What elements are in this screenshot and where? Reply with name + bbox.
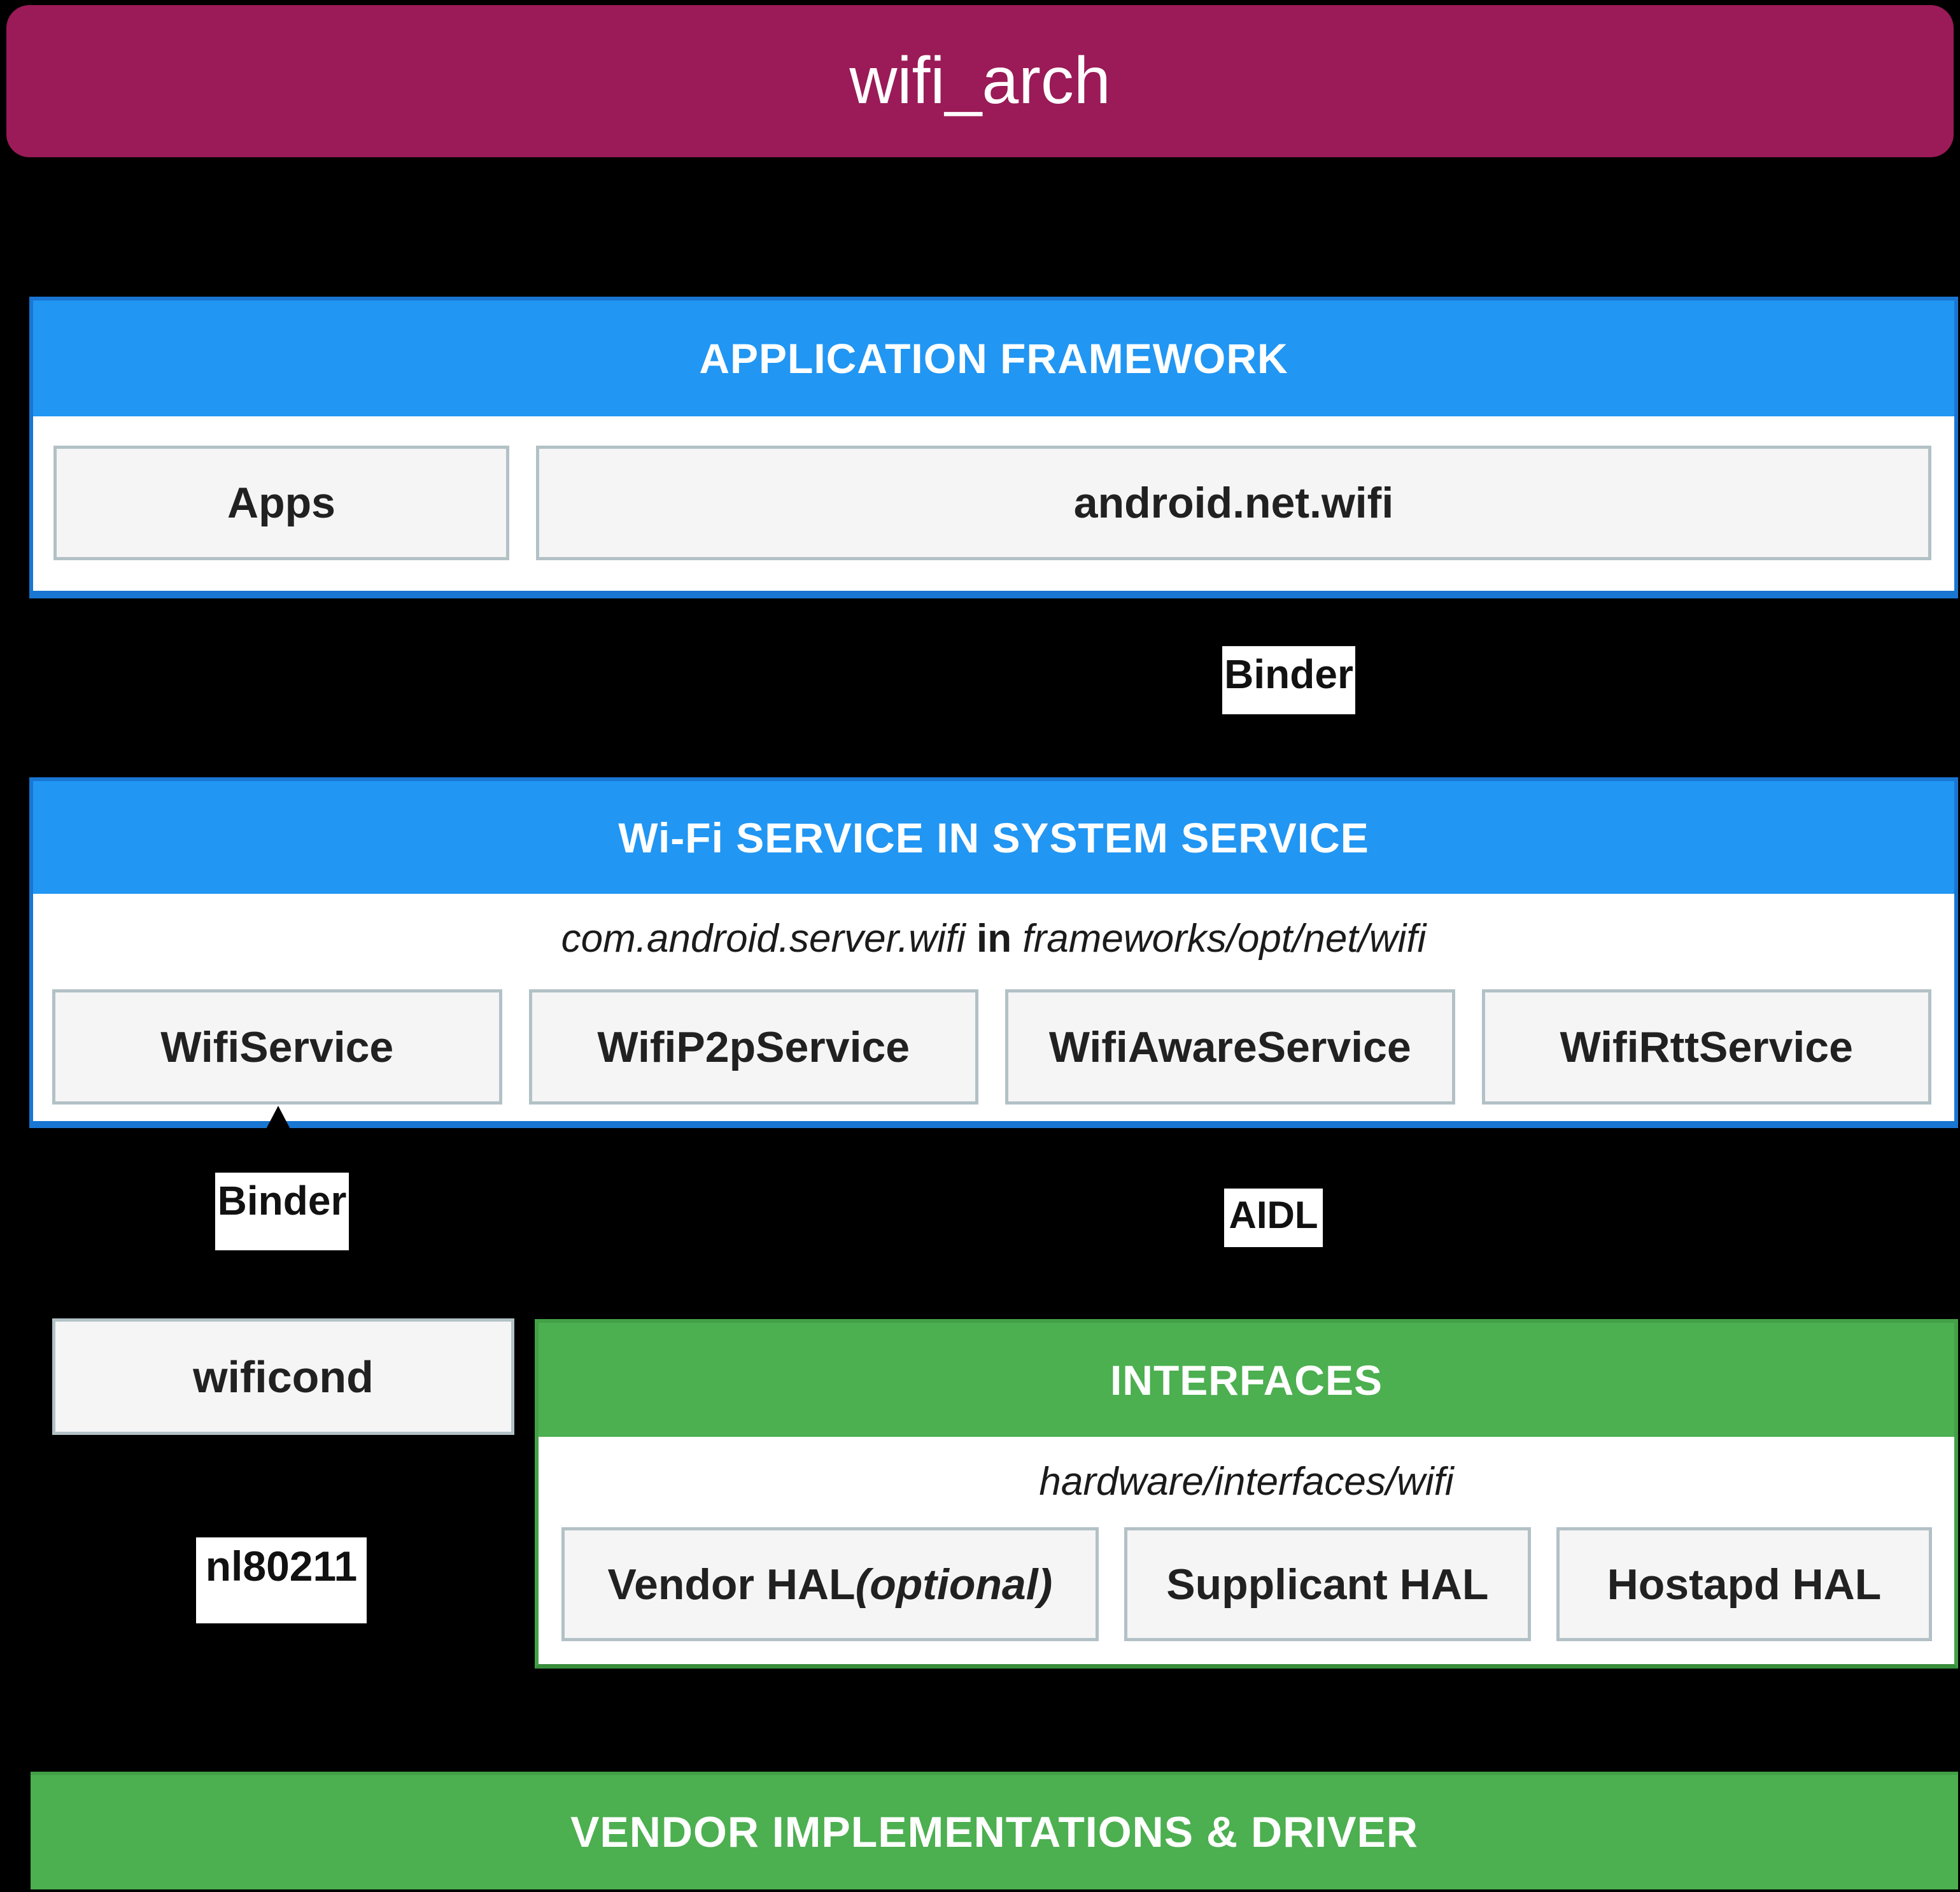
vendor-hal-optional-note: (optional) — [855, 1560, 1053, 1609]
supplicant-hal-box: Supplicant HAL — [1124, 1527, 1531, 1641]
vendor-implementations-title: VENDOR IMPLEMENTATIONS & DRIVER — [570, 1808, 1418, 1856]
application-framework-header: APPLICATION FRAMEWORK — [33, 300, 1954, 416]
application-framework-title: APPLICATION FRAMEWORK — [699, 335, 1288, 382]
wifirttservice-label: WifiRttService — [1560, 1022, 1853, 1071]
supplicant-hal-label: Supplicant HAL — [1166, 1560, 1489, 1609]
android-net-wifi-label: android.net.wifi — [1073, 479, 1394, 527]
wifi-service-title: Wi-Fi SERVICE IN SYSTEM SERVICE — [618, 814, 1369, 861]
aidl-label: AIDL — [1224, 1189, 1323, 1247]
interfaces-path-text: hardware/interfaces/wifi — [1039, 1459, 1454, 1504]
wifiawareservice-label: WifiAwareService — [1048, 1022, 1411, 1071]
section-vendor-implementations: VENDOR IMPLEMENTATIONS & DRIVER — [31, 1772, 1958, 1889]
apps-box-label: Apps — [227, 479, 335, 527]
interfaces-title: INTERFACES — [1110, 1356, 1383, 1404]
wifiservice-label: WifiService — [160, 1022, 394, 1071]
apps-box: Apps — [53, 446, 509, 560]
interfaces-header: INTERFACES — [539, 1323, 1954, 1437]
hostapd-hal-label: Hostapd HAL — [1607, 1560, 1882, 1609]
wifip2pservice-label: WifiP2pService — [597, 1022, 910, 1071]
binder-label-top-text: Binder — [1224, 651, 1353, 697]
interfaces-path: hardware/interfaces/wifi — [539, 1446, 1954, 1516]
hostapd-hal-box: Hostapd HAL — [1556, 1527, 1932, 1641]
section-application-framework: APPLICATION FRAMEWORK Apps android.net.w… — [29, 297, 1958, 598]
wifip2pservice-box: WifiP2pService — [528, 989, 978, 1105]
android-net-wifi-box: android.net.wifi — [536, 446, 1931, 560]
wifi-service-header: Wi-Fi SERVICE IN SYSTEM SERVICE — [33, 781, 1954, 894]
section-interfaces: INTERFACES hardware/interfaces/wifi Vend… — [535, 1319, 1958, 1669]
vendor-hal-label: Vendor HAL — [607, 1560, 856, 1609]
wifiawareservice-box: WifiAwareService — [1005, 989, 1455, 1105]
aidl-label-text: AIDL — [1229, 1194, 1318, 1236]
wifi-service-path-package: com.android.server.wifi — [561, 916, 966, 961]
nl80211-label-text: nl80211 — [205, 1543, 358, 1590]
diagram-title: wifi_arch — [849, 44, 1111, 118]
vendor-hal-box: Vendor HAL (optional) — [561, 1527, 1099, 1641]
wificond-label: wificond — [193, 1352, 374, 1402]
wifi-service-path: com.android.server.wifi in frameworks/op… — [33, 900, 1954, 977]
wificond-box: wificond — [52, 1318, 514, 1435]
wifi-service-path-conj: in — [965, 916, 1023, 961]
wifiservice-box: WifiService — [52, 989, 502, 1105]
arrow-up-binder-to-wifiservice — [264, 1106, 293, 1134]
interfaces-boxes-row: Vendor HAL (optional) Supplicant HAL Hos… — [561, 1527, 1932, 1641]
nl80211-label: nl80211 — [196, 1537, 367, 1623]
section-wifi-service: Wi-Fi SERVICE IN SYSTEM SERVICE com.andr… — [29, 777, 1958, 1128]
wifirttservice-box: WifiRttService — [1481, 989, 1931, 1105]
binder-label-left: Binder — [215, 1173, 349, 1250]
binder-label-left-text: Binder — [217, 1178, 347, 1224]
wifi-service-path-dir: frameworks/opt/net/wifi — [1022, 916, 1427, 961]
binder-label-top: Binder — [1222, 646, 1355, 714]
diagram-title-bar: wifi_arch — [6, 5, 1954, 157]
wifi-service-boxes-row: WifiService WifiP2pService WifiAwareServ… — [52, 989, 1931, 1105]
